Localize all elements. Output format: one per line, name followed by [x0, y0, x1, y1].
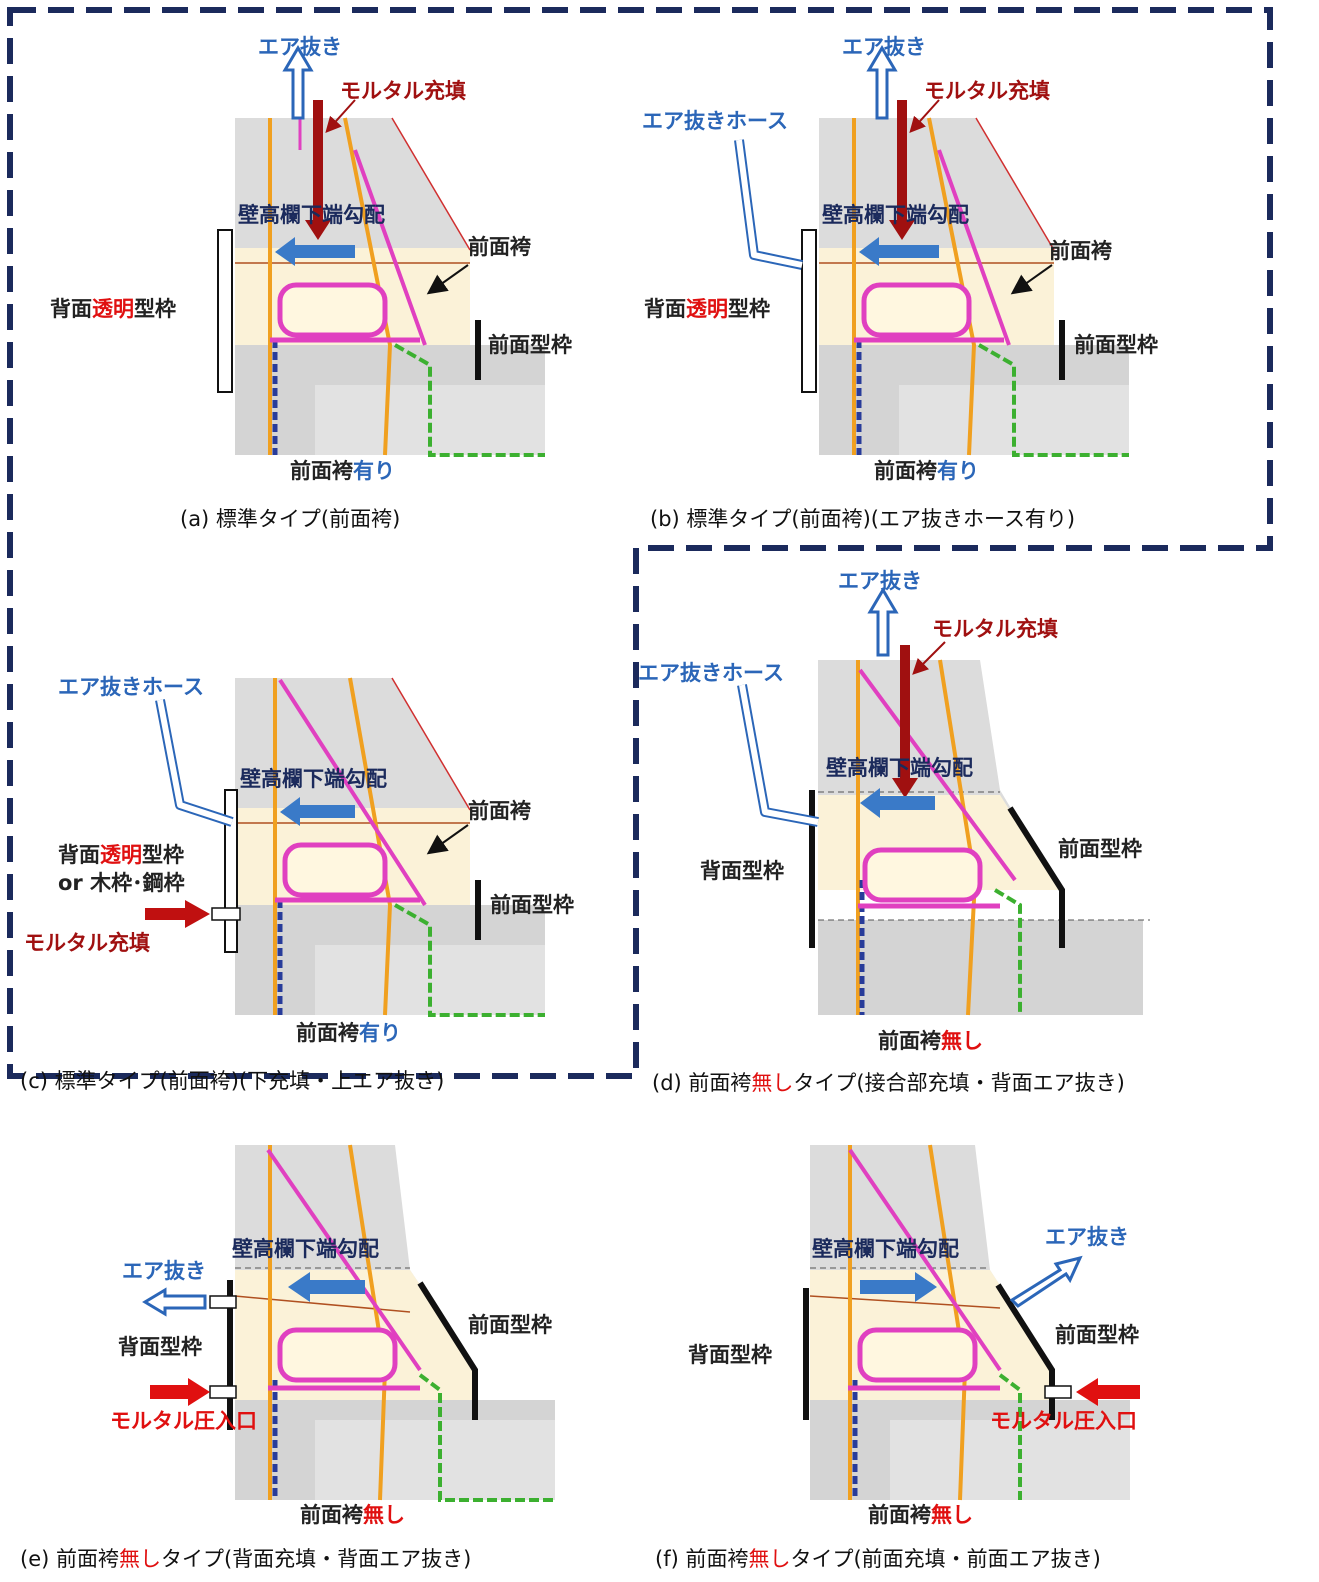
front-form-label: 前面型枠 [490, 893, 574, 917]
mortar-inflow-arrow-icon [145, 900, 210, 928]
slope-label: 壁高欄下端勾配 [822, 203, 969, 227]
back-form-label: 背面型枠 [688, 1343, 772, 1367]
mortar-fill-label: モルタル充填 [24, 931, 150, 955]
skirt-base-label: 前面袴有り [296, 1021, 401, 1045]
mortar-pressure-inlet-label: モルタル圧入口 [110, 1409, 257, 1433]
air-vent-label: エア抜き [838, 569, 922, 593]
mortar-inflow-arrow-icon [1076, 1378, 1140, 1406]
panel-f: エア抜き 壁高欄下端勾配 前面型枠 背面型枠 モルタル圧入口 前面袴無し (f)… [655, 1144, 1140, 1571]
front-skirt-label: 前面袴 [468, 799, 532, 823]
air-hose-label: エア抜きホース [58, 675, 204, 699]
back-form-label: 背面透明型枠 [644, 297, 770, 321]
front-form-label: 前面型枠 [1055, 1323, 1139, 1347]
back-form-label: 背面透明型枠 [50, 297, 176, 321]
mortar-pressure-inlet-label: モルタル圧入口 [990, 1409, 1137, 1433]
slope-flow-arrow-icon [860, 1272, 937, 1302]
mortar-fill-label: モルタル充填 [340, 79, 466, 103]
slope-label: 壁高欄下端勾配 [812, 1237, 959, 1261]
panel-b: エア抜き モルタル充填 エア抜きホース 壁高欄下端勾配 前面袴 背面透明型枠 前… [642, 35, 1158, 531]
air-outflow-arrow-icon [1009, 1255, 1083, 1308]
mortar-inflow-arrow-icon [889, 100, 915, 240]
front-form-label: 前面型枠 [1058, 837, 1142, 861]
front-form-label: 前面型枠 [468, 1313, 552, 1337]
skirt-base-label: 前面袴無し [878, 1029, 983, 1053]
front-skirt-label: 前面袴 [468, 235, 532, 259]
mortar-fill-label: モルタル充填 [932, 617, 1058, 641]
skirt-base-label: 前面袴無し [300, 1503, 405, 1527]
caption-e: (e) 前面袴無しタイプ(背面充填・背面エア抜き) [20, 1547, 471, 1571]
back-form-label: 背面型枠 [118, 1335, 202, 1359]
skirt-base-label: 前面袴有り [290, 459, 395, 483]
air-hose-label: エア抜きホース [642, 109, 788, 133]
air-outflow-arrow-icon [867, 587, 899, 657]
caption-d: (d) 前面袴無しタイプ(接合部充填・背面エア抜き) [652, 1071, 1125, 1095]
slope-label: 壁高欄下端勾配 [240, 767, 387, 791]
caption-a: (a) 標準タイプ(前面袴) [180, 507, 400, 531]
panel-c: エア抜きホース 壁高欄下端勾配 前面袴 背面透明型枠 or 木枠･鋼枠 前面型枠… [20, 675, 574, 1093]
mortar-inflow-arrow-icon [305, 100, 331, 240]
mortar-fill-label: モルタル充填 [924, 79, 1050, 103]
slope-flow-arrow-icon [859, 237, 939, 266]
air-vent-label: エア抜き [1045, 1225, 1129, 1249]
slope-flow-arrow-icon [860, 788, 935, 818]
slope-flow-arrow-icon [275, 237, 355, 266]
air-hose-label: エア抜きホース [638, 661, 784, 685]
slope-label: 壁高欄下端勾配 [826, 756, 973, 780]
slope-label: 壁高欄下端勾配 [232, 1237, 379, 1261]
front-skirt-label: 前面袴 [1049, 239, 1113, 263]
alt-form-label: or 木枠･鋼枠 [58, 871, 185, 895]
air-outflow-arrow-icon [282, 45, 314, 120]
slope-flow-arrow-icon [288, 1272, 365, 1302]
mortar-inflow-arrow-icon [892, 645, 918, 798]
caption-b: (b) 標準タイプ(前面袴)(エア抜きホース有り) [650, 507, 1075, 531]
skirt-base-label: 前面袴有り [874, 459, 979, 483]
caption-f: (f) 前面袴無しタイプ(前面充填・前面エア抜き) [655, 1547, 1101, 1571]
air-vent-label: エア抜き [842, 35, 926, 59]
skirt-base-label: 前面袴無し [868, 1503, 973, 1527]
slope-label: 壁高欄下端勾配 [238, 203, 385, 227]
air-outflow-arrow-icon [142, 1287, 207, 1317]
front-form-label: 前面型枠 [488, 333, 572, 357]
front-form-label: 前面型枠 [1074, 333, 1158, 357]
slope-flow-arrow-icon [280, 797, 355, 826]
mortar-inflow-arrow-icon [150, 1378, 210, 1406]
air-outflow-arrow-icon [866, 45, 898, 120]
back-form-label: 背面透明型枠 [58, 843, 184, 867]
air-vent-label: エア抜き [258, 35, 342, 59]
panel-e: エア抜き 壁高欄下端勾配 前面型枠 背面型枠 モルタル圧入口 前面袴無し (e)… [20, 1144, 555, 1571]
caption-c: (c) 標準タイプ(前面袴)(下充填・上エア抜き) [20, 1069, 444, 1093]
panel-a: エア抜き モルタル充填 壁高欄下端勾配 前面袴 背面透明型枠 前面型枠 前面袴有… [50, 35, 572, 531]
air-vent-label: エア抜き [122, 1259, 206, 1283]
back-form-label: 背面型枠 [700, 859, 784, 883]
panel-d: エア抜き モルタル充填 エア抜きホース 壁高欄下端勾配 背面型枠 前面型枠 前面… [638, 569, 1150, 1095]
